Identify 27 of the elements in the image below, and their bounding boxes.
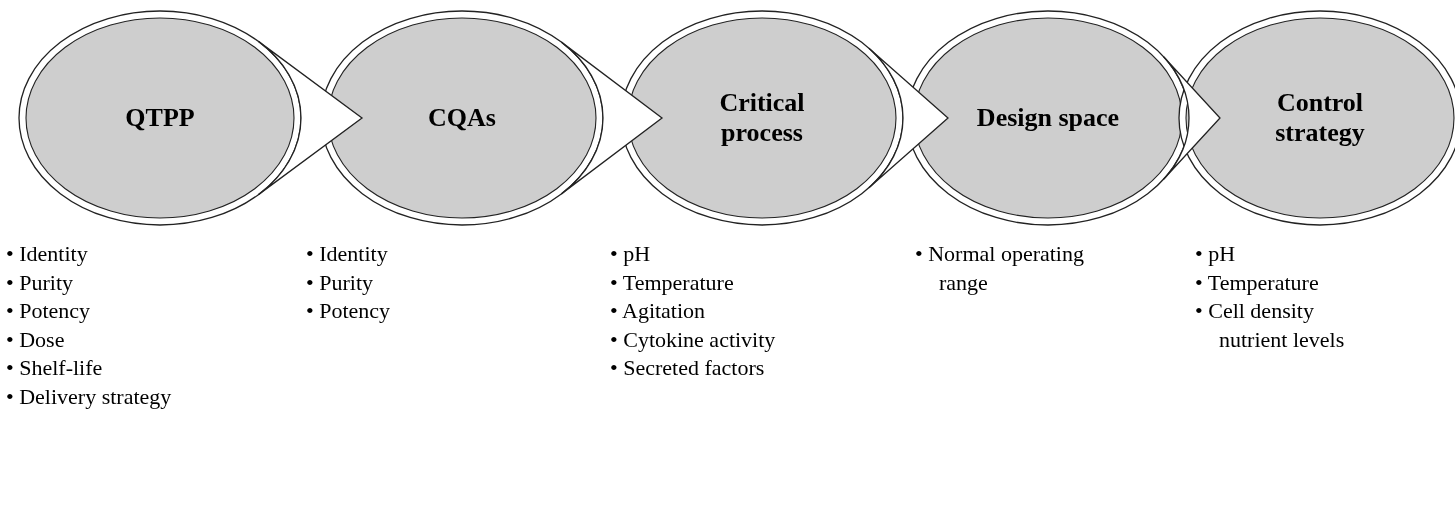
step-title: CQAs (428, 103, 496, 133)
chevron-arrow (560, 41, 663, 195)
bullet-item: • pH (610, 240, 652, 268)
bullet-item: • Agitation (610, 297, 707, 326)
bullet-item: • Identity (306, 240, 389, 268)
bullet-item: • Dose (6, 325, 66, 354)
bullet-item: • Cytokine activity (610, 325, 777, 354)
bullet-item: • Cell density nutrient levels (1195, 297, 1346, 354)
bullet-item: • Delivery strategy (6, 382, 173, 411)
step-title: QTPP (125, 103, 195, 133)
bullet-item: • Shelf-life (6, 354, 104, 383)
chevron-arrow (257, 40, 363, 196)
step-title: Control strategy (1274, 88, 1366, 148)
bullet-item: • Purity (306, 268, 374, 297)
bullet-item: • Potency (306, 297, 392, 326)
bullet-item: • Normal operating range (915, 240, 1085, 297)
chevron-arrow (1162, 56, 1221, 180)
bullet-item: • Secreted factors (610, 354, 766, 383)
bullet-item: • Potency (6, 297, 92, 326)
chevron-arrow (868, 47, 949, 189)
step-title: Critical process (718, 88, 806, 148)
bullet-item: • Identity (6, 240, 89, 268)
bullet-item: • Purity (6, 268, 74, 297)
bullet-item: • pH (1195, 240, 1237, 268)
step-title: Design space (976, 103, 1120, 133)
bullet-item: • Temperature (1195, 268, 1320, 297)
bullet-item: • Temperature (610, 268, 735, 297)
